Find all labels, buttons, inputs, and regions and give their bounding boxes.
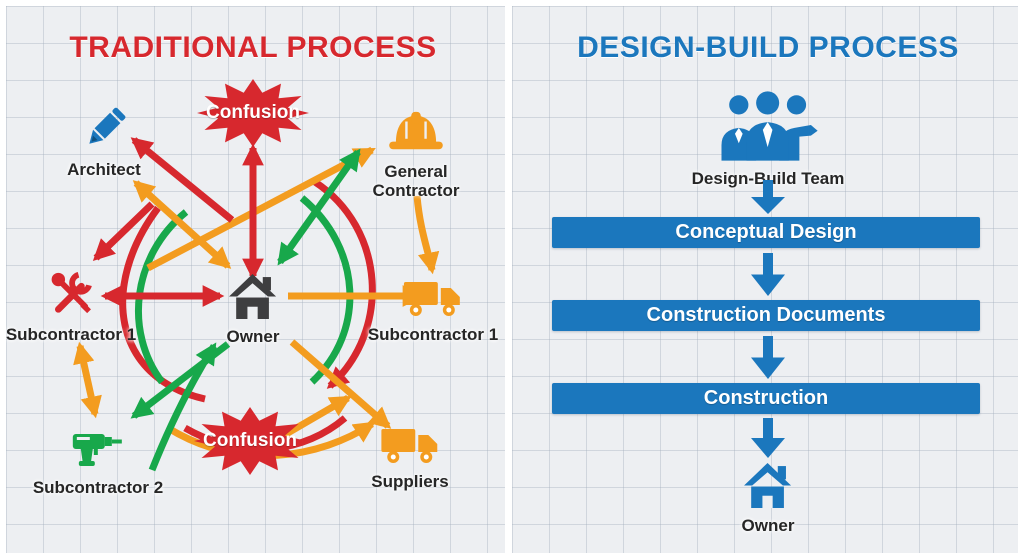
node-owner: Owner [226,274,280,346]
pencil-icon [89,107,126,144]
truck-icon [403,282,460,316]
node-subcontractor2: Subcontractor 2 [33,428,163,497]
confusion-badge-bottom: Confusion [192,405,308,477]
node-general-contractor: General Contractor [357,110,475,200]
node-subcontractor2-label: Subcontractor 2 [32,478,164,497]
truck-icon [381,429,437,463]
hard-hat-icon [389,111,443,150]
house-icon [229,274,277,319]
down-arrow-icon [751,253,785,296]
step-construction: Construction [552,383,980,414]
starburst-icon [194,407,306,475]
starburst-icon [197,79,309,147]
down-arrow-icon [751,336,785,379]
drill-icon [72,434,122,466]
node-general-contractor-label: General Contractor [372,162,460,201]
confusion-label-bottom: Confusion [203,430,297,451]
node-owner-right-label: Owner [741,516,795,535]
node-owner-right: Owner [741,463,795,535]
node-owner-label: Owner [226,327,280,346]
node-architect-label: Architect [67,160,141,179]
down-arrow-icon [751,180,785,214]
house-icon [744,463,792,508]
node-architect: Architect [67,106,141,179]
step-conceptual-design: Conceptual Design [552,217,980,248]
node-subcontractor1-right-label: Subcontractor 1 [367,325,499,344]
confusion-badge-top: Confusion [195,77,311,149]
team-icon [721,91,818,161]
node-suppliers: Suppliers [371,426,449,491]
node-subcontractor1-left-label: Subcontractor 1 [5,325,137,344]
step-construction-documents: Construction Documents [552,300,980,331]
node-suppliers-label: Suppliers [371,472,449,491]
traditional-title: TRADITIONAL PROCESS [69,31,437,64]
confusion-label-top: Confusion [206,102,300,123]
design-build-title: DESIGN-BUILD PROCESS [577,31,959,64]
tools-icon [51,271,93,314]
down-arrow-icon [751,418,785,458]
node-subcontractor1-right: Subcontractor 1 [368,279,498,344]
node-subcontractor1-left: Subcontractor 1 [6,269,136,344]
node-design-build-team: Design-Build Team [692,91,844,188]
